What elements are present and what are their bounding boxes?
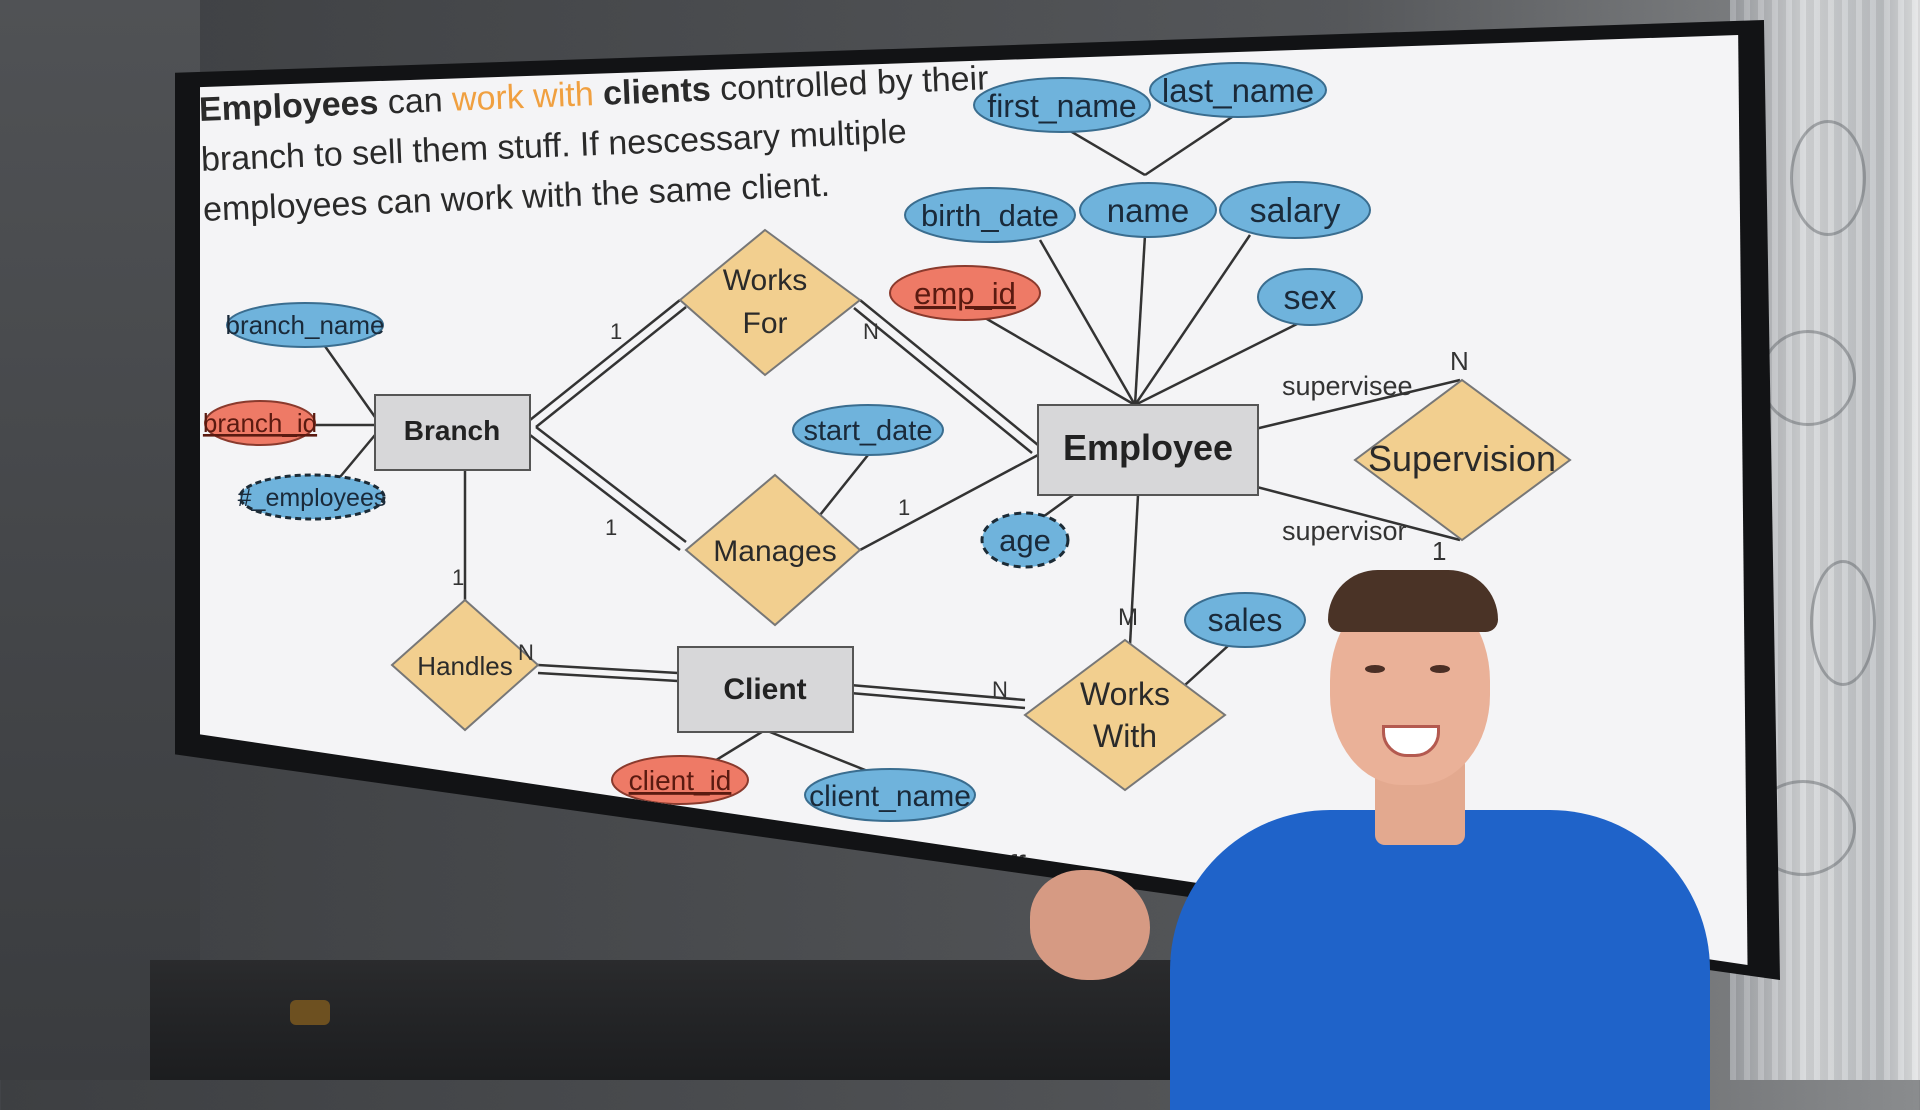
svg-text:Handles: Handles	[417, 651, 512, 681]
attribute-sex: sex	[1257, 268, 1363, 326]
svg-text:supervisee: supervisee	[1282, 371, 1413, 401]
entity-employee: Employee	[1037, 404, 1259, 496]
hair	[1328, 570, 1498, 632]
attribute-birth-date: birth_date	[904, 187, 1076, 243]
attribute-client-name: client_name	[804, 768, 976, 822]
right-eye	[1430, 665, 1450, 673]
blue-shirt	[1170, 810, 1710, 1110]
entity-client: Client	[677, 646, 854, 733]
svg-text:last_name: last_name	[1162, 72, 1314, 109]
svg-text:1: 1	[452, 565, 464, 590]
svg-text:emp_id: emp_id	[914, 276, 1016, 311]
svg-text:Supervision: Supervision	[1368, 438, 1556, 479]
svg-text:branch_id: branch_id	[203, 408, 317, 438]
wall-left	[0, 0, 200, 1080]
attribute-last-name: last_name	[1149, 62, 1327, 118]
svg-text:client_id: client_id	[629, 765, 732, 796]
bottom-note-line-2-post: to each client they work with.	[483, 871, 907, 929]
svg-text:first_name: first_name	[987, 88, 1136, 124]
svg-text:N: N	[1450, 346, 1469, 376]
svg-text:N: N	[863, 319, 879, 344]
svg-text:age: age	[999, 523, 1051, 558]
svg-text:salary: salary	[1250, 192, 1341, 230]
attribute-branch-name: branch_name	[226, 302, 385, 348]
svg-text:Manages: Manages	[713, 535, 836, 568]
svg-text:With: With	[1093, 718, 1157, 754]
svg-text:#_employees: #_employees	[238, 484, 387, 512]
attribute-num-employees: #_employees	[238, 473, 387, 521]
er-diagram: Branch Employee Client Works For Manages…	[203, 62, 1572, 822]
cardinality-labels: 1 N 1 1 1 N N M N 1	[452, 319, 1469, 702]
svg-text:branch_name: branch_name	[226, 310, 385, 340]
svg-text:N: N	[518, 640, 534, 665]
svg-text:Works: Works	[723, 264, 807, 297]
attribute-name: name	[1079, 182, 1217, 238]
svg-text:N: N	[992, 677, 1008, 702]
attribute-age: age	[980, 511, 1070, 569]
bottom-note-line-2-pre: each employee	[200, 857, 402, 906]
relationship-handles: Handles	[390, 598, 540, 732]
svg-text:client_name: client_name	[809, 780, 971, 813]
svg-text:Employee: Employee	[1063, 427, 1233, 468]
tv-screen: Employees can work with clients controll…	[200, 35, 1748, 965]
gesturing-hand	[1030, 870, 1150, 980]
attribute-emp-id: emp_id	[889, 265, 1041, 321]
bottom-note-line-2: each employee sells to each client they …	[200, 853, 1024, 939]
attribute-first-name: first_name	[973, 77, 1151, 133]
svg-text:birth_date: birth_date	[921, 198, 1059, 233]
svg-text:supervisor: supervisor	[1282, 516, 1407, 546]
relationship-supervision: Supervision	[1353, 378, 1572, 542]
word-sells: sells	[408, 868, 477, 909]
svg-text:start_date: start_date	[804, 415, 933, 447]
role-labels: supervisee supervisor	[1282, 371, 1413, 546]
attribute-start-date: start_date	[792, 404, 944, 456]
svg-text:Branch: Branch	[404, 415, 500, 446]
entity-branch: Branch	[374, 394, 531, 471]
relationship-works-for: Works For	[678, 228, 862, 377]
svg-text:1: 1	[1432, 536, 1446, 566]
svg-text:Client: Client	[723, 673, 806, 706]
svg-text:1: 1	[898, 495, 910, 520]
remote-control	[290, 1000, 330, 1025]
attribute-sales: sales	[1184, 592, 1306, 648]
presenter-person	[1030, 560, 1720, 1110]
svg-text:sex: sex	[1284, 279, 1337, 317]
svg-text:name: name	[1107, 192, 1190, 229]
attribute-client-id: client_id	[611, 755, 749, 805]
svg-text:1: 1	[610, 319, 622, 344]
attribute-branch-id: branch_id	[203, 400, 317, 446]
attribute-salary: salary	[1219, 181, 1371, 239]
relationship-manages: Manages	[684, 473, 862, 627]
svg-text:Works: Works	[1080, 676, 1170, 712]
svg-text:For: For	[743, 307, 788, 340]
svg-text:M: M	[1118, 604, 1138, 631]
svg-text:sales: sales	[1208, 602, 1283, 638]
svg-text:1: 1	[605, 515, 617, 540]
left-eye	[1365, 665, 1385, 673]
relationship-works-with: Works With	[1023, 638, 1227, 792]
